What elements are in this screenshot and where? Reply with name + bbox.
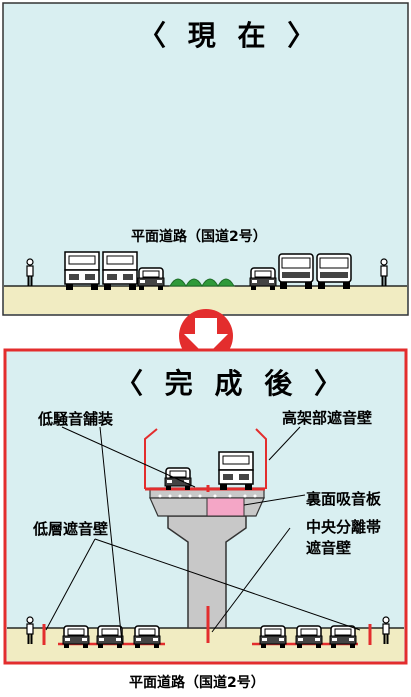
underside-absorber-label: 裏面吸音板: [306, 490, 382, 508]
elevated-wall-label: 高架部遮音壁: [282, 409, 373, 427]
truck-icon: [218, 451, 254, 491]
truck-icon: [64, 251, 100, 291]
low-noise-pavement-label: 低騒音舗装: [38, 410, 114, 428]
current-panel: [2, 2, 409, 316]
low-wall-label: 低層遮音壁: [33, 520, 109, 538]
completed-road-label: 平面道路（国道2号）: [129, 675, 265, 691]
median-wall-label-1: 中央分離帯: [306, 518, 382, 536]
tree-icon: [169, 278, 235, 288]
median-wall-label-2: 遮音壁: [306, 539, 352, 557]
current-road-label: 平面道路（国道2号）: [131, 229, 267, 245]
completed-panel: [3, 348, 408, 665]
truck-icon: [102, 251, 138, 291]
completed-title: 〈 完 成 後 〉: [115, 367, 348, 400]
current-title: 〈 現 在 〉: [138, 19, 322, 52]
leader-lines: [45, 426, 361, 644]
